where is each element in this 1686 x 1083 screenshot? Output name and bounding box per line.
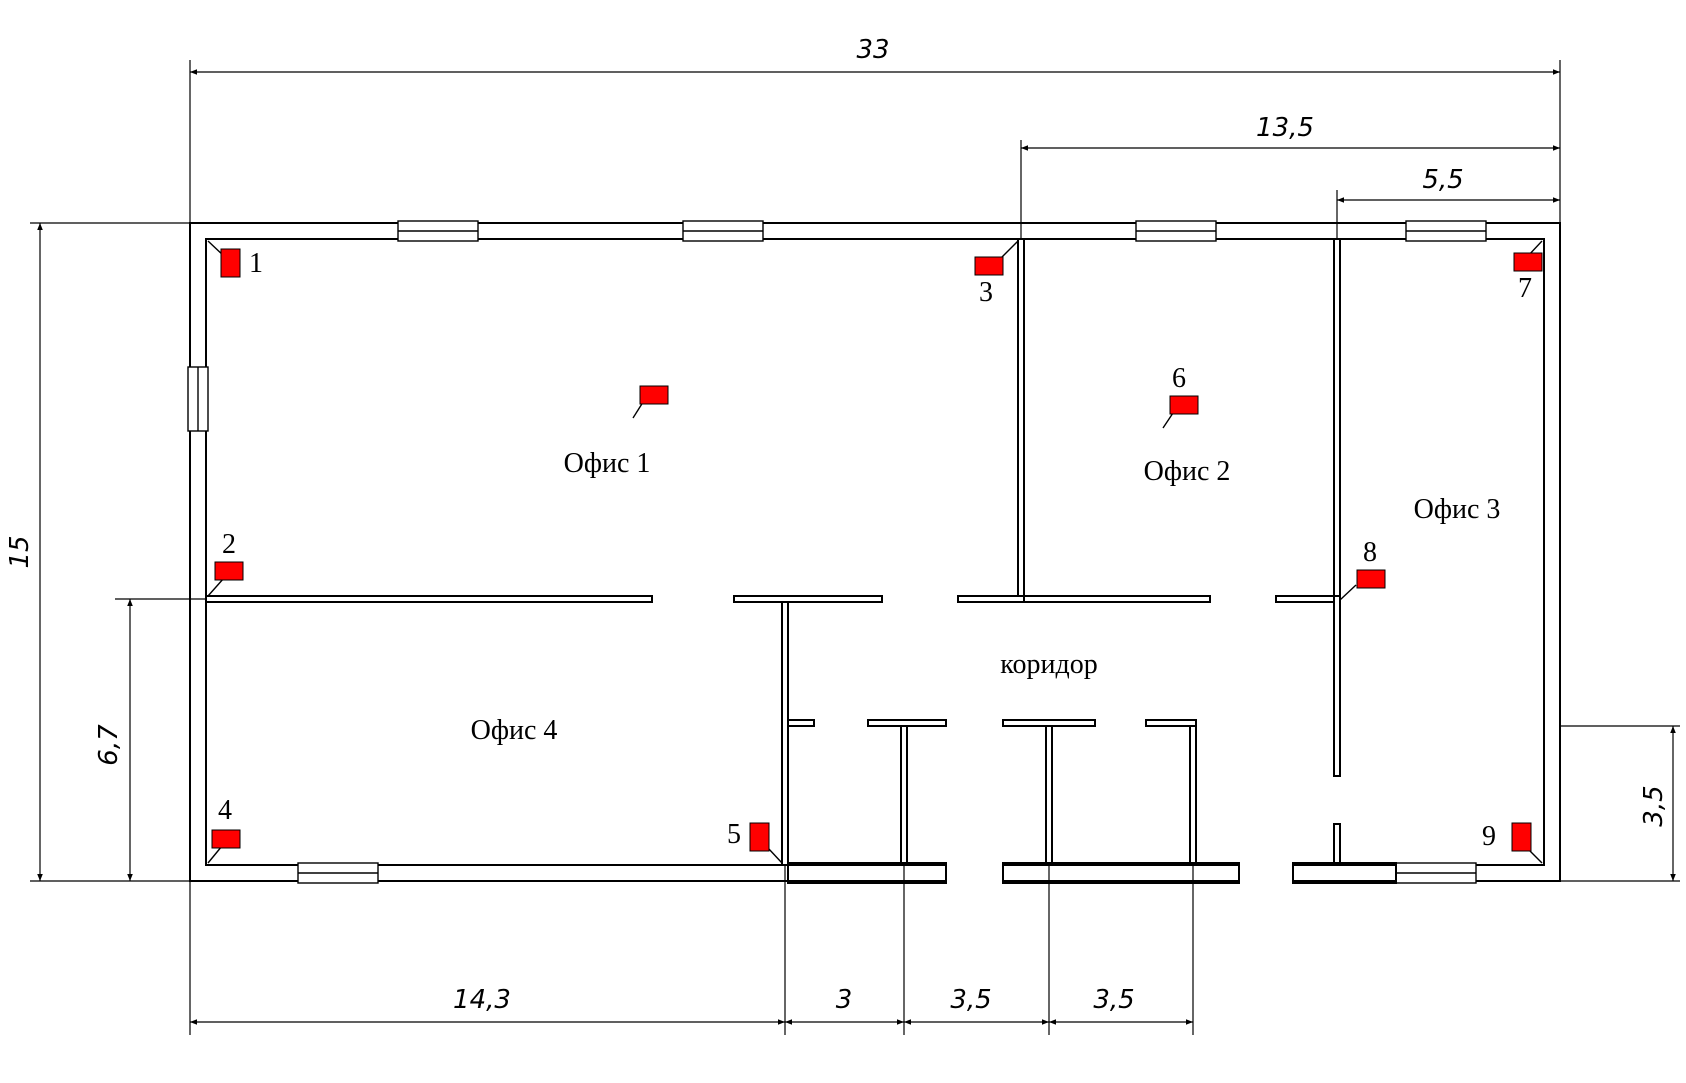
window-top-3 <box>1135 220 1217 242</box>
sensor-5 <box>749 822 770 852</box>
window-left <box>187 366 209 432</box>
windows <box>187 220 1487 884</box>
door-gaps <box>945 862 1294 884</box>
dim-office4-height: 6,7 <box>94 724 124 766</box>
sensor-9 <box>1511 822 1532 852</box>
interior-walls <box>205 238 1397 884</box>
dim-office3-width: 5,5 <box>1422 165 1463 195</box>
outer-walls <box>189 222 1561 882</box>
sensor-label-5: 5 <box>727 819 741 850</box>
dim-bottom-seg-3: 3,5 <box>1093 985 1134 1015</box>
room-label-office2: Офис 2 <box>1144 456 1231 487</box>
sensors: 1 2 3 6 7 8 4 5 9 <box>207 240 1543 864</box>
sensor-6 <box>1169 395 1199 415</box>
dim-right-block: 13,5 <box>1256 113 1314 143</box>
sensor-label-1: 1 <box>249 248 263 279</box>
sensor-label-6: 6 <box>1172 363 1186 394</box>
dim-overall-height: 15 <box>5 535 35 568</box>
dim-bottom-seg-1: 3 <box>836 985 853 1015</box>
dimension-lines <box>37 69 1676 1025</box>
window-top-4 <box>1405 220 1487 242</box>
room-label-office1: Офис 1 <box>564 448 651 479</box>
sensor-2 <box>214 561 244 581</box>
sensor-office1-center <box>639 385 669 405</box>
room-label-corridor: коридор <box>1000 649 1097 680</box>
room-label-office4: Офис 4 <box>471 715 558 746</box>
sensor-8 <box>1356 569 1386 589</box>
window-top-2 <box>682 220 764 242</box>
room-labels: Офис 1 Офис 2 Офис 3 Офис 4 коридор <box>471 448 1501 746</box>
sensor-4 <box>211 829 241 849</box>
sensor-3 <box>974 256 1004 276</box>
room-label-office3: Офис 3 <box>1414 494 1501 525</box>
sensor-label-8: 8 <box>1363 537 1377 568</box>
dim-bottom-office4: 14,3 <box>453 985 511 1015</box>
sensor-label-2: 2 <box>222 529 236 560</box>
sensor-label-7: 7 <box>1518 273 1532 304</box>
dimension-labels: 33 13,5 5,5 15 6,7 3,5 14,3 3 3,5 3,5 <box>5 35 1669 1015</box>
extension-lines <box>30 60 1680 1035</box>
sensor-label-9: 9 <box>1482 821 1496 852</box>
window-bottom-1 <box>297 862 379 884</box>
dim-office3-door-offset: 3,5 <box>1639 785 1669 826</box>
dim-overall-width: 33 <box>856 35 889 65</box>
sensor-label-4: 4 <box>218 795 232 826</box>
sensor-7 <box>1513 252 1543 272</box>
window-top-1 <box>397 220 479 242</box>
sensor-label-3: 3 <box>979 277 993 308</box>
window-bottom-2 <box>1395 862 1477 884</box>
dim-bottom-seg-2: 3,5 <box>950 985 991 1015</box>
sensor-1 <box>220 248 241 278</box>
